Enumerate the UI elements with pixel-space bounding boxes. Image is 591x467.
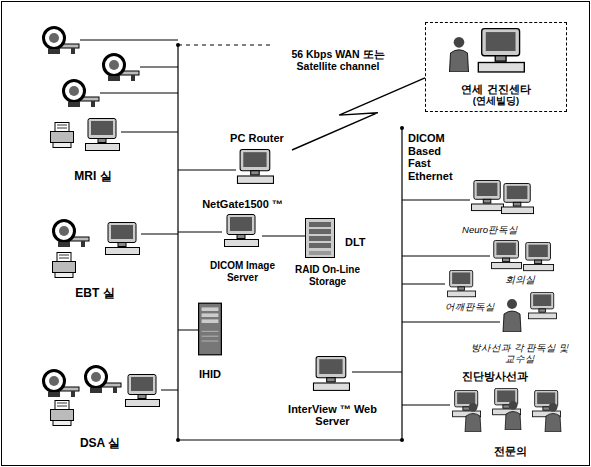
computer-icon bbox=[524, 242, 554, 270]
computer-icon bbox=[472, 180, 504, 210]
backbone-line bbox=[177, 45, 178, 440]
department-label: 진단방사선과 bbox=[462, 370, 572, 383]
node-sublabel: DICOM Image Server bbox=[200, 260, 285, 283]
computer-icon bbox=[448, 270, 476, 296]
server-computer-icon bbox=[225, 215, 259, 247]
storage-node: RAID On-Line Storage bbox=[285, 218, 370, 287]
stub-line bbox=[80, 40, 178, 41]
node-label: InterView ™ Web Server bbox=[280, 403, 385, 428]
computer-icon bbox=[502, 183, 534, 213]
backbone-extension bbox=[178, 45, 272, 46]
computer-icon bbox=[478, 29, 524, 72]
router-computer-icon bbox=[237, 150, 273, 184]
node-label: MRI 실 bbox=[28, 170, 158, 184]
scanner-icon bbox=[64, 81, 100, 108]
person-icon bbox=[449, 37, 468, 72]
node-label: PC Router bbox=[222, 132, 292, 145]
image-server-node: NetGate1500 ™ DICOM Image Server bbox=[200, 198, 285, 283]
stub-line bbox=[178, 232, 222, 233]
printer-icon bbox=[51, 401, 74, 426]
stub-line bbox=[402, 322, 500, 323]
stub-line bbox=[402, 200, 470, 201]
stub-line bbox=[178, 170, 236, 171]
device-label: DLT bbox=[345, 236, 379, 249]
stub-line bbox=[100, 93, 178, 94]
remote-site-box: 연세 건진센타(연세빌딩) bbox=[425, 22, 567, 112]
bus-dot bbox=[176, 438, 180, 442]
raid-storage-icon bbox=[306, 219, 335, 258]
bus-dot bbox=[176, 43, 180, 47]
stub-line bbox=[140, 67, 178, 68]
stub-line bbox=[161, 390, 178, 391]
stub-line bbox=[178, 330, 198, 331]
stub-line bbox=[121, 132, 178, 133]
reading-room: 회의실 bbox=[480, 238, 560, 285]
backbone-line bbox=[178, 439, 402, 440]
wan-link bbox=[292, 78, 425, 150]
reading-room: 방사선과 각 판독실 및 교수실 bbox=[465, 288, 575, 365]
node-label: 연세 건진센타 bbox=[429, 83, 563, 96]
computer-icon bbox=[492, 240, 522, 268]
node-label: 방사선과 각 판독실 및 교수실 bbox=[465, 343, 575, 365]
specialist-group: 전문의 bbox=[440, 386, 580, 458]
computer-icon bbox=[86, 119, 120, 151]
scanner-icon bbox=[104, 55, 140, 82]
computer-icon bbox=[493, 388, 521, 414]
scanner-icon bbox=[44, 28, 80, 55]
node-label: NetGate1500 ™ bbox=[200, 198, 285, 211]
router-node: PC Router bbox=[222, 132, 292, 186]
computer-icon bbox=[529, 292, 557, 318]
network-label: DICOM Based Fast Ethernet bbox=[408, 132, 466, 183]
stub-line bbox=[141, 234, 178, 235]
node-label: EBT 실 bbox=[40, 287, 150, 301]
person-icon bbox=[503, 299, 521, 332]
node-label: 전문의 bbox=[440, 445, 580, 458]
person-icon bbox=[505, 401, 521, 430]
reading-room: 어깨판독실 bbox=[430, 268, 510, 313]
computer-icon bbox=[453, 390, 481, 416]
scanner-icon bbox=[54, 221, 90, 248]
tower-server-icon bbox=[199, 303, 222, 355]
scanner-icon bbox=[86, 367, 122, 394]
bus-dot bbox=[400, 438, 404, 442]
link-label: 56 Kbps WAN 또는 Satellite channel bbox=[282, 48, 394, 72]
node-label: 회의실 bbox=[480, 274, 560, 286]
computer-icon bbox=[533, 390, 561, 416]
node-label: IHID bbox=[185, 368, 235, 381]
room-group: MRI 실 bbox=[28, 20, 158, 184]
reading-room: Neuro판독실 bbox=[440, 172, 540, 236]
stub-line bbox=[402, 405, 450, 406]
stub-line bbox=[402, 284, 445, 285]
web-server-icon bbox=[313, 357, 349, 391]
node-label: 어깨판독실 bbox=[430, 302, 510, 313]
stub-line bbox=[352, 372, 402, 373]
computer-icon bbox=[126, 375, 160, 407]
node-label: RAID On-Line Storage bbox=[285, 264, 370, 287]
room-group: DSA 실 bbox=[35, 360, 165, 451]
stub-line bbox=[402, 256, 490, 257]
node-label: DSA 실 bbox=[35, 437, 165, 451]
room-group: EBT 실 bbox=[40, 215, 150, 301]
printer-icon bbox=[53, 253, 76, 278]
scanner-icon bbox=[44, 371, 80, 398]
bus-dot bbox=[400, 126, 404, 130]
web-server-node: InterView ™ Web Server bbox=[280, 355, 385, 428]
person-icon bbox=[545, 403, 561, 432]
person-icon bbox=[465, 403, 481, 432]
node-label: Neuro판독실 bbox=[440, 225, 540, 236]
computer-icon bbox=[106, 223, 140, 255]
stub-line bbox=[262, 236, 305, 237]
server-node: IHID bbox=[185, 296, 235, 381]
node-sublabel: (연세빌딩) bbox=[429, 96, 563, 107]
printer-icon bbox=[51, 123, 74, 148]
